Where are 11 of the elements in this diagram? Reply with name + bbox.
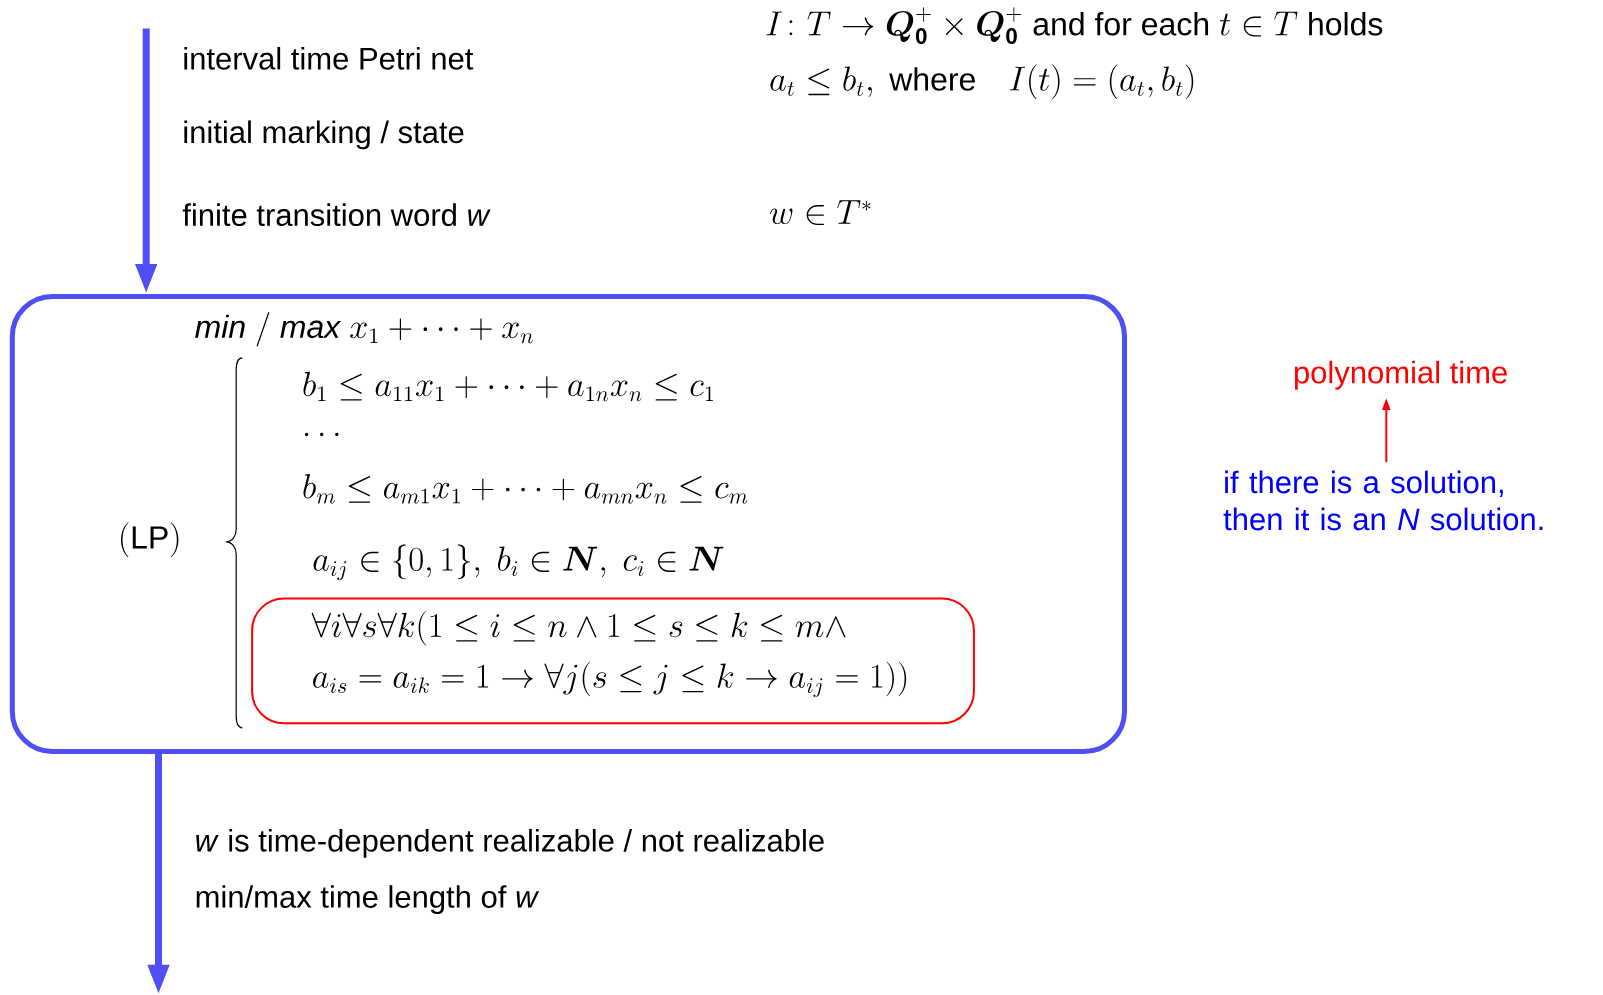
label-text: interval time Petri net (184, 47, 474, 70)
constraint-box: $\forall i \forall s \forall k (1 \le i \le n \wedge 1 \le s \le k \le m \wedge$ $a_{is} = a_{ik} = 1 \to \forall j (s \le j \le k \to a_{ij} = 1))$ (251, 597, 975, 725)
label-text: finite transition word w (182, 203, 491, 227)
formula: $w \in T^{*}$ (770, 200, 871, 226)
label-text: initial marking / state (184, 120, 464, 150)
note-text: polynomial time (1294, 360, 1507, 390)
label-text: w is time-dependent realizable / not realizable (196, 829, 824, 858)
note-text: if there is a solution, then it is an N solution. (1223, 470, 1543, 531)
formula: $I\colon T \to \boldsymbol{Q}_{\mathbf{0}}^{+} \times \boldsymbol{Q}_{\mathbf{0}}^{+}\ \mathrm{and\ for\ each}\ t \in T\ \mathrm{holds}$ (766, 7, 1383, 45)
label-text: min/max time length of w (196, 885, 540, 915)
formula: $a_t \le b_t,\ \mathrm{where}\quad I(t) = (a_t, b_t)$ (770, 64, 1194, 100)
